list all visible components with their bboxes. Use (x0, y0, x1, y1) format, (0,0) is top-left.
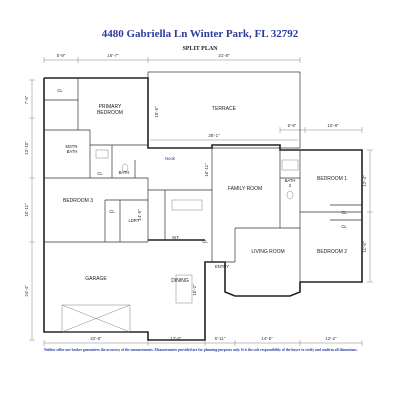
terrace-label: TERRACE (212, 106, 237, 112)
dim-dining-height: 10'-2" (192, 284, 197, 296)
dim-ldry-width: 14'-5" (137, 209, 142, 221)
bedroom-1-label: BEDROOM 1 (317, 176, 347, 182)
interior-walls (44, 78, 362, 282)
dim-bottom-4: 14'-5" (261, 336, 273, 341)
dim-right-top-2: 10'-8" (327, 123, 339, 128)
dim-top-3: 31'-8" (218, 53, 230, 58)
dim-left-1: 7'-5" (24, 95, 29, 104)
entry-label: ENTRY (215, 264, 229, 269)
living-room-label: LIVING ROOM (251, 249, 284, 255)
dim-left-4: 24'-4" (24, 285, 29, 297)
primary-bedroom-label-1: PRIMARY (99, 104, 122, 110)
closet-label-kit: CL (202, 239, 208, 244)
dim-right-top-1: 5'-9" (288, 123, 297, 128)
nook-label: Nook (165, 156, 176, 161)
laundry-label: LDRY (128, 218, 139, 223)
dim-terrace-depth: 15'-6" (154, 106, 159, 118)
dim-left-3: 10'-11" (24, 203, 29, 217)
garage-label: GARAGE (85, 276, 107, 282)
dim-bottom-5: 12'-2" (325, 336, 337, 341)
dim-bottom-1: 22'-8" (90, 336, 102, 341)
master-bath-label-1: MSTR. (65, 144, 78, 149)
plan-label: SPLIT PLAN (182, 46, 218, 52)
dim-family-height: 16'-11" (204, 163, 209, 177)
property-address-title: 4480 Gabriella Ln Winter Park, FL 32792 (101, 28, 299, 40)
dim-terrace-width: 28'-1" (208, 133, 220, 138)
dim-left-2: 13'-10" (24, 141, 29, 155)
kitchen-label: KIT. (172, 235, 179, 240)
bath-label: BATH (119, 170, 130, 175)
closet-label-mstr: CL (97, 171, 103, 176)
bath-2-label-2: 2 (289, 183, 292, 188)
fixtures (61, 149, 299, 333)
dim-right-2: 11'-5" (362, 241, 367, 252)
bath-2-label-1: BATH (285, 178, 296, 183)
dim-bottom-3: 5'-11" (215, 336, 226, 341)
bedroom-2-label: BEDROOM 2 (317, 249, 347, 255)
exterior-walls (43, 77, 363, 341)
primary-bedroom-label-2: BEDROOM (97, 110, 123, 116)
bedroom-3-label: BEDROOM 3 (63, 198, 93, 204)
dining-label: DINING (171, 278, 189, 284)
closet-label-bed1: CL (341, 210, 347, 215)
dim-top-2: 16'-7" (107, 53, 119, 58)
dim-right-1: 12'-4" (362, 175, 367, 187)
measurement-disclaimer: Neither seller nor broker guarantees the… (44, 348, 358, 352)
closet-label-bed2: CL (341, 224, 347, 229)
closet-label-primary: CL (57, 88, 63, 93)
dim-bottom-2: 12'-0" (170, 336, 182, 341)
family-room-label: FAMILY ROOM (228, 186, 262, 192)
dim-top-1: 5'-9" (57, 53, 66, 58)
dimension-lines (29, 57, 373, 346)
closet-label-bed3: CL (109, 209, 115, 214)
master-bath-label-2: BATH (67, 149, 78, 154)
